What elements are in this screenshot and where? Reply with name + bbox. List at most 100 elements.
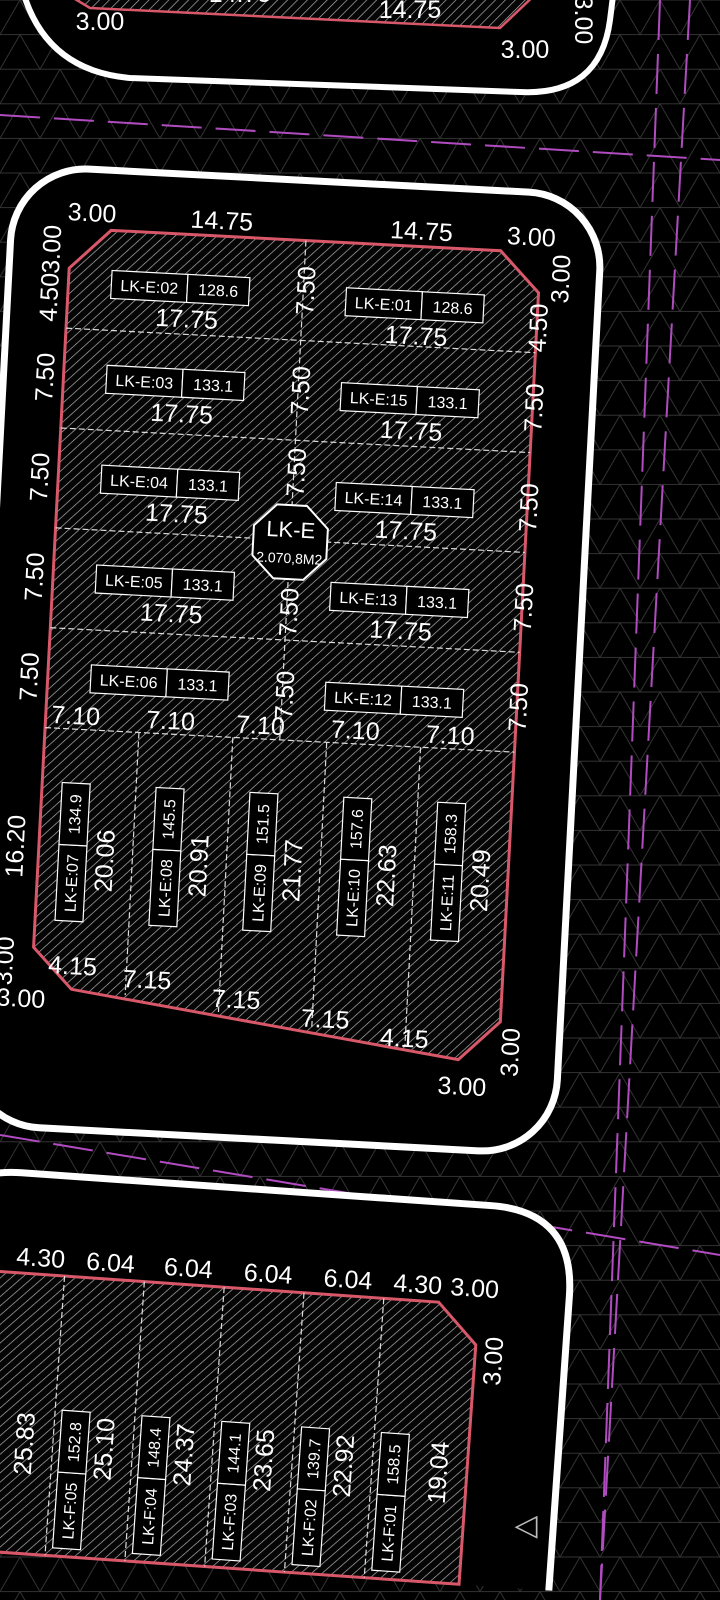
dimension-label: 3.00 (449, 1273, 500, 1304)
dimension-label: 22.92 (328, 1434, 360, 1498)
dimension-label: 17.75 (374, 516, 438, 547)
lot-divider (363, 1298, 385, 1578)
lot-area: 151.5 (254, 804, 273, 845)
dimension-label: 7.10 (425, 721, 475, 752)
lot-area: 133.1 (182, 577, 223, 596)
lot-id: LK-E:13 (339, 590, 398, 610)
lot-area-box (175, 468, 241, 501)
lot-area-box (58, 781, 91, 847)
dimension-label: 3.00 (569, 0, 597, 44)
lot-area-box (180, 368, 246, 402)
lot-area-box (296, 1426, 331, 1492)
lot-id: LK-E:12 (334, 690, 393, 710)
dimension-label: 7.10 (146, 706, 196, 737)
dimension-label: 7.50 (30, 352, 61, 402)
lot-id: LK-F:04 (140, 1488, 161, 1546)
lot-divider (404, 747, 422, 1046)
lot-id: LK-E:14 (344, 490, 403, 510)
lot-label: LK-E:02 128.6 (110, 269, 251, 307)
lot-area: 157.6 (348, 809, 367, 850)
lot-area-box (420, 291, 485, 324)
lot-area-box (185, 273, 251, 307)
lot-area-box (216, 1420, 251, 1486)
lot-label-vertical: LK-E:10 157.6 (335, 796, 373, 938)
lot-id: LK-E:09 (250, 864, 270, 923)
lot-area: 152.8 (66, 1422, 86, 1463)
dimension-label: 3.00 (506, 222, 556, 253)
dimension-label: 3.00 (0, 936, 20, 986)
dimension-label: 6.04 (85, 1248, 136, 1279)
lot-divider (204, 1287, 225, 1567)
dimension-label: 17.75 (155, 304, 219, 335)
lot-id: LK-F:02 (300, 1499, 321, 1557)
lot-label: LK-E:09 151.5 (242, 791, 279, 933)
dimension-label: 7.50 (504, 682, 535, 732)
dimension-label: 14.75 (390, 216, 454, 247)
lot-id: LK-E:04 (110, 473, 169, 493)
dimension-label: 17.75 (379, 416, 443, 447)
lot-label-vertical: LK-E:09 151.5 (242, 791, 279, 933)
dimension-label: 4.50 (523, 303, 554, 353)
lot-id: LK-E:06 (99, 672, 158, 692)
road-centerline (599, 0, 691, 1600)
lot-area-box (339, 796, 373, 862)
lot-area: 133.1 (427, 394, 468, 413)
lot-area: 133.1 (177, 676, 218, 695)
lot-label: LK-E:12 133.1 (323, 681, 465, 719)
dimension-label: 4.30 (15, 1243, 66, 1274)
lot-area-box (170, 568, 236, 601)
lot-id: LK-E:07 (62, 854, 82, 913)
lot-area-box (137, 1415, 171, 1481)
dimension-label: 3.00 (37, 224, 68, 274)
lot-id: LK-E:10 (344, 869, 364, 928)
dimension-label: 7.15 (122, 965, 172, 996)
dimension-label: 20.06 (90, 829, 121, 893)
back-nav-icon[interactable]: ◁ (514, 1508, 538, 1543)
dimension-label: 7.50 (20, 552, 51, 602)
lot-id: LK-F:01 (379, 1504, 400, 1562)
dimension-label: 20.91 (183, 834, 214, 898)
dimension-label: 4.30 (393, 1269, 444, 1300)
dimension-label: 25.83 (9, 1411, 41, 1475)
lot-area: 128.6 (198, 282, 239, 301)
dimension-label: 20.49 (465, 849, 496, 913)
lot-id: LK-E:02 (120, 278, 179, 298)
dimension-label: 7.50 (25, 452, 56, 502)
lot-area: 139.7 (305, 1438, 325, 1479)
dimension-label: 7.10 (51, 701, 101, 732)
dimension-label: 3.00 (495, 1027, 526, 1077)
lot-area-box (433, 801, 467, 867)
lot-area: 133.1 (411, 694, 452, 713)
dimension-label: 4.15 (48, 951, 98, 982)
block-name: LK-E (266, 516, 316, 544)
lot-area-box (410, 485, 475, 519)
lot-label-vertical: LK-E:11 158.3 (429, 801, 467, 943)
block-area: 2.070,8M2 (256, 548, 323, 567)
dimension-label: 7.50 (509, 582, 540, 632)
lot-divider (44, 1275, 66, 1556)
lot-area: 148.4 (145, 1427, 165, 1468)
lot-id: LK-E:05 (104, 573, 163, 593)
dimension-label: 22.63 (371, 844, 402, 908)
lot-area-box (415, 385, 480, 419)
dimension-label: 23.65 (248, 1428, 280, 1492)
lot-divider (217, 737, 234, 1013)
dimension-label: 7.50 (14, 652, 45, 702)
dimension-label: 3.00 (478, 1336, 509, 1387)
lot-area-box (246, 791, 279, 857)
lot-area: 158.3 (442, 813, 461, 854)
lot-id: LK-E:11 (438, 874, 458, 932)
dimension-label: 7.10 (235, 711, 285, 742)
lot-divider (124, 1281, 145, 1561)
lot-id: LK-F:05 (60, 1482, 81, 1540)
dimension-label: 17.75 (369, 615, 433, 646)
